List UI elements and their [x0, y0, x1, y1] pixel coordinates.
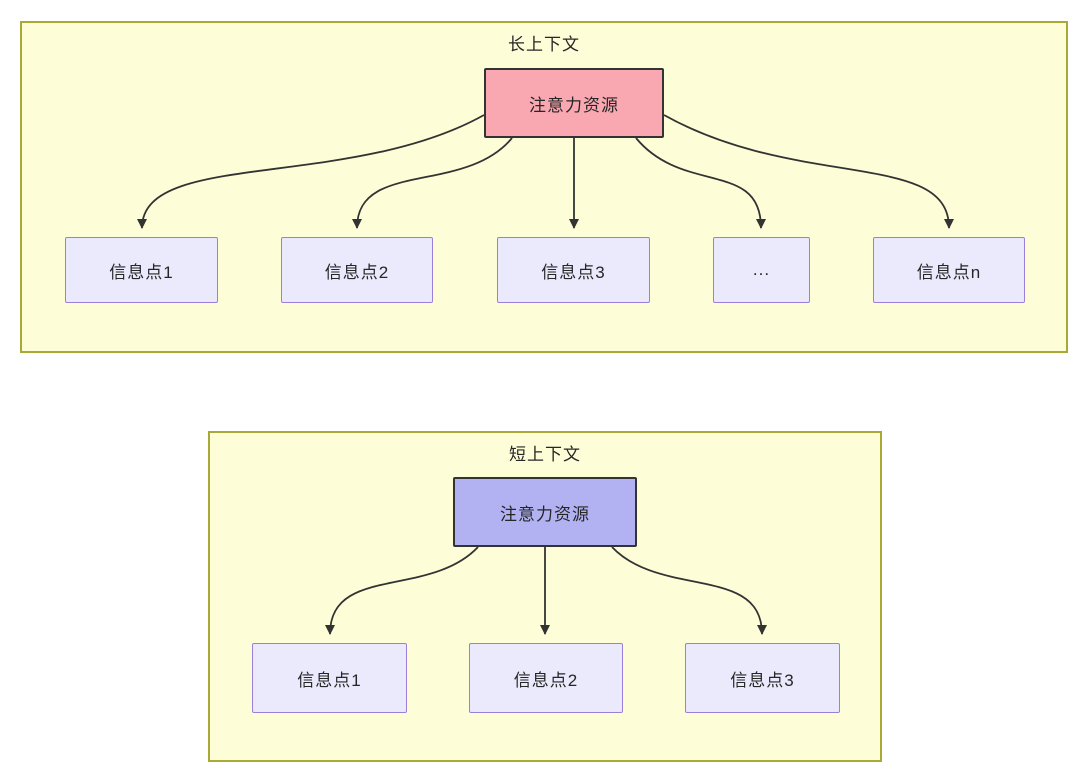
- info-node-long-2: 信息点2: [281, 237, 433, 303]
- long-context-title: 长上下文: [508, 35, 580, 54]
- info-node-long-3: 信息点3: [497, 237, 650, 303]
- attention-resource-node-short: 注意力资源: [453, 477, 637, 547]
- attention-resource-node-long: 注意力资源: [484, 68, 664, 138]
- info-node-long-1: 信息点1: [65, 237, 218, 303]
- info-node-short-1: 信息点1: [252, 643, 407, 713]
- info-node-short-3: 信息点3: [685, 643, 840, 713]
- short-context-title: 短上下文: [509, 445, 581, 464]
- info-node-long-ellipsis: ...: [713, 237, 810, 303]
- info-node-short-2: 信息点2: [469, 643, 623, 713]
- info-node-long-n: 信息点n: [873, 237, 1025, 303]
